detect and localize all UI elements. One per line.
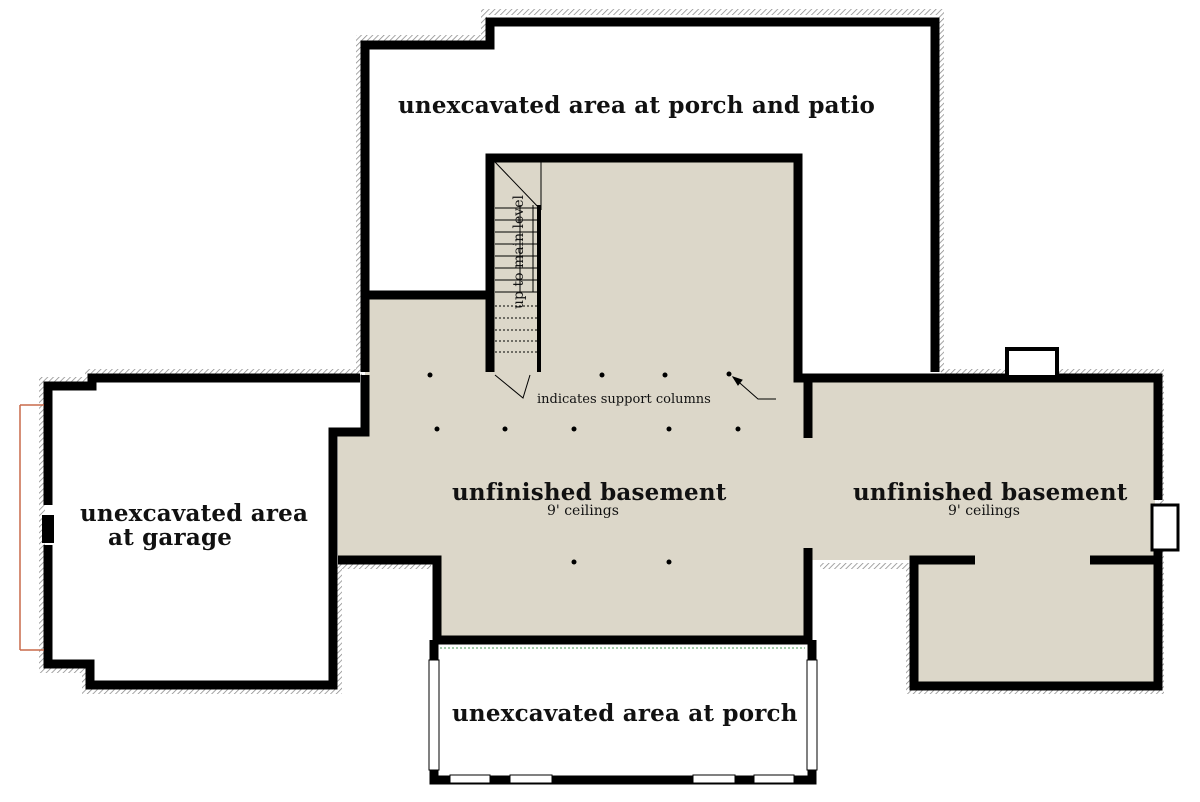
support-columns	[427, 371, 741, 565]
room-label-porch: unexcavated area at porch	[452, 700, 798, 727]
column-leader-arrow	[731, 376, 776, 400]
right-window	[1150, 503, 1180, 552]
column-dot	[726, 371, 732, 377]
porch-openings	[428, 659, 818, 784]
column-dot	[427, 372, 433, 378]
column-dot	[662, 372, 668, 378]
room-label-porch-patio: unexcavated area at porch and patio	[398, 92, 876, 119]
ceiling-height-right: 9' ceilings	[948, 503, 1020, 519]
ceiling-height-center: 9' ceilings	[547, 503, 619, 519]
column-dot	[571, 426, 577, 432]
column-dot	[666, 426, 672, 432]
column-dot	[571, 559, 577, 565]
stairs	[494, 160, 542, 399]
column-dot	[599, 372, 605, 378]
stairs-label: up to main level	[511, 195, 527, 309]
column-dot	[666, 559, 672, 565]
room-label-garage-line2: at garage	[108, 524, 233, 551]
column-dot	[434, 426, 440, 432]
room-label-basement-right: unfinished basement	[853, 479, 1128, 506]
column-dot	[735, 426, 741, 432]
columns-note: indicates support columns	[537, 392, 711, 407]
garage-window	[42, 515, 54, 543]
room-label-basement-center: unfinished basement	[452, 479, 727, 506]
column-dot	[502, 426, 508, 432]
egress-well	[1005, 347, 1059, 379]
basement-floor	[338, 158, 1155, 685]
room-label-garage-line1: unexcavated area	[80, 500, 309, 527]
